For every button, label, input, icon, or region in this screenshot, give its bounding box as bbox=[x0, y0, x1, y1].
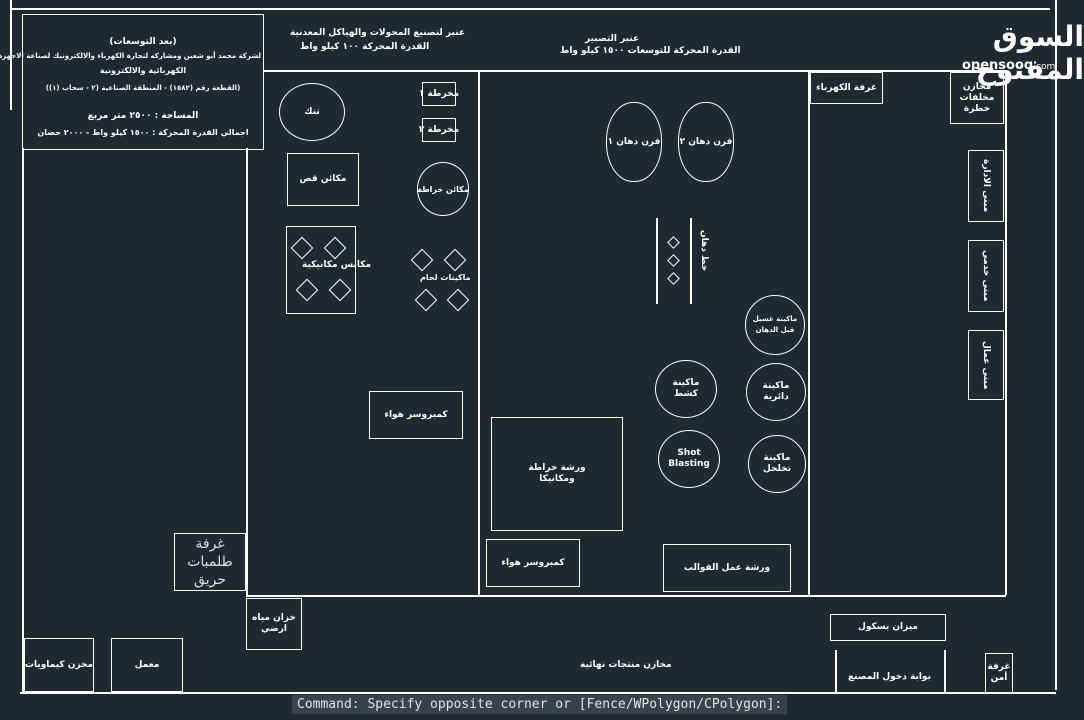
info-line-4: (القطعة رقم (١٥٨٢) - المنطقة الصناعية (٢… bbox=[45, 84, 241, 92]
welding-diamond bbox=[410, 248, 434, 272]
info-line-5: المساحة : ٢٥٠٠ متر مربع bbox=[87, 111, 199, 121]
paint-line-node bbox=[667, 236, 680, 249]
final-products-store: مخازن منتجات نهائية bbox=[580, 660, 672, 670]
brand-logo-arabic: السوق المفتوح bbox=[975, 20, 1084, 86]
shot-blasting: Shot Blasting bbox=[658, 430, 720, 488]
weighbridge: ميزان بسكول bbox=[830, 614, 946, 641]
welding-machines-label: ماكينات لحام bbox=[420, 273, 471, 282]
security-room: غرفة أمن bbox=[985, 653, 1013, 693]
partition-3 bbox=[1005, 70, 1007, 595]
building-top-wall bbox=[264, 70, 1004, 72]
brand-logo-latin: opensooq.com bbox=[962, 58, 1056, 73]
hazmat-store: مخازن مخلفات خطرة bbox=[950, 72, 1004, 124]
press-table: مكائن قص bbox=[287, 153, 359, 206]
command-line[interactable]: Command: Specify opposite corner or [Fen… bbox=[292, 695, 788, 714]
info-line-1: (بعد التوسعات) bbox=[109, 37, 177, 47]
machine-scraping: ماكينة كشط bbox=[655, 360, 717, 418]
molds-workshop: ورشة عمل القوالب bbox=[663, 544, 791, 592]
fire-pump-room: غرفة طلمبات حريق bbox=[174, 533, 246, 591]
partition-1 bbox=[478, 70, 480, 595]
paint-line-rail-right bbox=[690, 218, 692, 304]
service-building: مبنى خدمي bbox=[968, 240, 1004, 312]
tank: تنك bbox=[279, 83, 345, 141]
stacking-press-block bbox=[286, 226, 356, 314]
paint-line-label: خط دهان bbox=[699, 230, 709, 272]
machine-circular: ماكينة دائرية bbox=[746, 363, 806, 421]
air-compressor-2: كمبروسر هواء bbox=[486, 539, 580, 587]
chemical-store: مخزن كيماويات bbox=[24, 638, 94, 692]
factory-gate: بوابة دخول المصنع bbox=[848, 672, 931, 682]
welding-diamond bbox=[443, 248, 467, 272]
hall-mid-title: عنبر التصبير bbox=[585, 34, 640, 44]
partition-2 bbox=[808, 70, 810, 595]
stacking-press-label: مكابس مكانيكية bbox=[302, 260, 372, 270]
building-left-wall bbox=[246, 148, 248, 595]
info-line-3: الكهربائية والالكترونية bbox=[99, 66, 187, 75]
paint-line-node bbox=[667, 272, 680, 285]
paint-line-rail-left bbox=[656, 218, 658, 304]
lathe-1: مخرطة ١ bbox=[419, 82, 459, 106]
welding-diamond bbox=[414, 288, 438, 312]
site-left-edge bbox=[10, 0, 12, 110]
site-right-edge bbox=[1055, 0, 1057, 690]
info-line-6: اجمالي القدرة المحركة : ١٥٠٠ كيلو واط - … bbox=[37, 128, 249, 137]
info-line-2: لشركة محمد أبو شعبن ومشاركه لتجارة الكهر… bbox=[0, 52, 261, 60]
machining-workshop: ورشة خراطة ومكانيكا bbox=[491, 417, 623, 531]
electric-room: غرفة الكهرباء bbox=[810, 72, 883, 104]
gate-post-right bbox=[944, 650, 946, 692]
site-bottom-edge bbox=[20, 692, 1056, 694]
site-top-edge bbox=[10, 8, 1050, 10]
oven-1: فرن دهان ١ bbox=[606, 102, 662, 182]
lathe-2: مخرطة ٢ bbox=[419, 118, 459, 142]
site-inner-left-edge bbox=[22, 148, 24, 693]
gate-post-left bbox=[835, 650, 837, 692]
hall-mid-power: القدرة المحركة للتوسعات ١٥٠٠ كيلو واط bbox=[560, 46, 741, 56]
milling-machines: مكائن خراطة bbox=[417, 162, 469, 216]
hall-left-power: القدرة المحركة ١٠٠ كيلو واط bbox=[300, 42, 430, 52]
wash-machine: ماكينة غسيل قبل الدهان bbox=[745, 295, 805, 355]
laboratory: معمل bbox=[111, 638, 183, 692]
oven-2: فرن دهان ٢ bbox=[678, 102, 734, 182]
ground-water-tank: خزان مياه ارضي bbox=[246, 598, 302, 650]
building-bottom-wall bbox=[246, 595, 1006, 597]
welding-diamond bbox=[446, 288, 470, 312]
air-compressor-1: كمبروسر هواء bbox=[369, 391, 463, 439]
workers-building: مبنى عمال bbox=[968, 330, 1004, 400]
project-info-box: (بعد التوسعات) لشركة محمد أبو شعبن ومشار… bbox=[0, 14, 264, 150]
paint-line-node bbox=[667, 254, 680, 267]
admin-building: مبنى الادارة bbox=[968, 150, 1004, 222]
machine-thinning: ماكينة تخلخل bbox=[748, 435, 806, 493]
hall-left-title: عنبر لتصنيع المحولات والهياكل المعدنية bbox=[290, 28, 466, 38]
